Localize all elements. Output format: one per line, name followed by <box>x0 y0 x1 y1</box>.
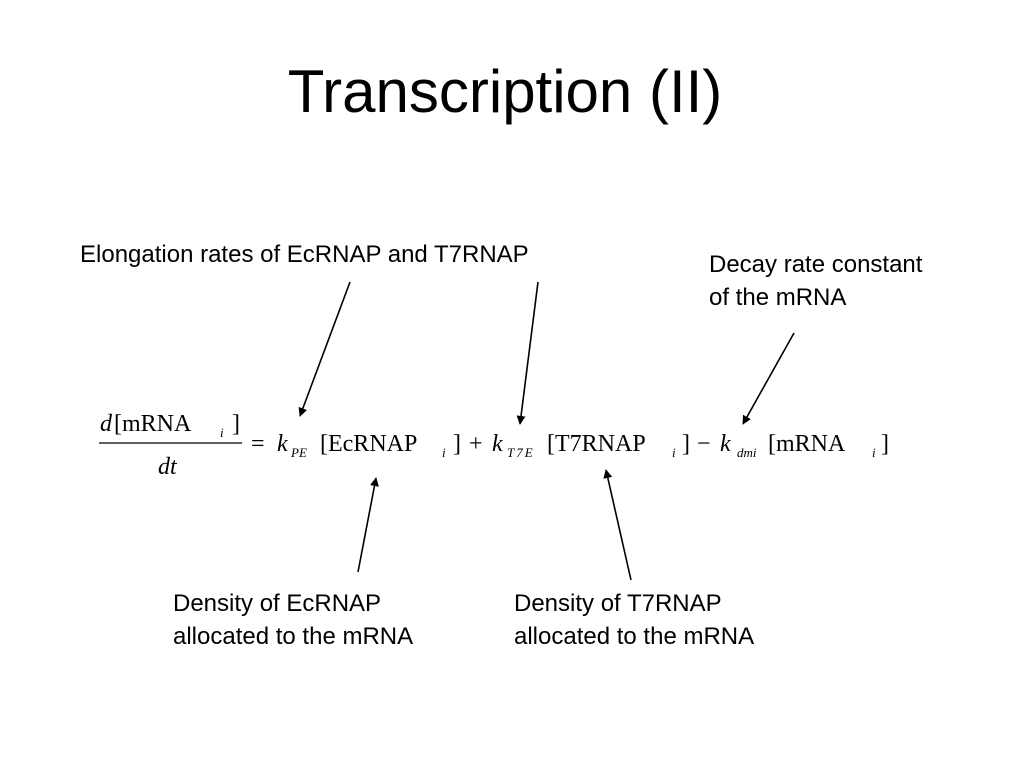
eq-k3-sub: dmi <box>737 445 757 460</box>
eq-k2: k <box>492 431 503 457</box>
arrow-elongation-t7rnap <box>516 281 539 425</box>
eq-species2: [T7RNAP <box>547 431 646 457</box>
arrow-ecrnap-density <box>357 477 379 573</box>
eq-num-d: d <box>100 411 113 437</box>
decay-rate-label-line1: Decay rate constant <box>709 251 923 278</box>
rate-equation: d [mRNA i ] dt = k PE [EcRNAP i ] + k T7… <box>99 411 889 480</box>
eq-num-close: ] <box>232 411 240 437</box>
eq-equals: = <box>251 431 265 457</box>
t7rnap-density-label-line1: Density of T7RNAP <box>514 590 722 617</box>
eq-k1-sub: PE <box>290 445 307 460</box>
eq-species2-sub: i <box>672 445 676 460</box>
ecrnap-density-label-line1: Density of EcRNAP <box>173 590 382 617</box>
eq-species3-sub: i <box>872 445 876 460</box>
eq-k3: k <box>720 431 731 457</box>
slide-title: Transcription (II) <box>287 58 723 125</box>
eq-plus: + <box>469 431 483 457</box>
eq-k2-sub: T7E <box>507 445 535 460</box>
decay-rate-label-line2: of the mRNA <box>709 284 847 311</box>
elongation-rates-label: Elongation rates of EcRNAP and T7RNAP <box>80 241 529 268</box>
eq-species3: [mRNA <box>768 431 846 457</box>
eq-num-species: [mRNA <box>114 411 192 437</box>
eq-species1: [EcRNAP <box>320 431 417 457</box>
eq-species1-sub: i <box>442 445 446 460</box>
eq-k1: k <box>277 431 288 457</box>
t7rnap-density-label-line2: allocated to the mRNA <box>514 623 755 650</box>
eq-close3: ] <box>881 431 889 457</box>
eq-denominator: dt <box>158 454 178 480</box>
eq-close2: ] <box>682 431 690 457</box>
eq-minus: − <box>697 431 711 457</box>
eq-num-sub: i <box>220 425 224 440</box>
arrow-t7rnap-density <box>603 469 632 581</box>
eq-close1: ] <box>453 431 461 457</box>
arrow-decay-rate <box>742 332 795 425</box>
arrow-elongation-ecrnap <box>298 281 351 417</box>
ecrnap-density-label-line2: allocated to the mRNA <box>173 623 414 650</box>
